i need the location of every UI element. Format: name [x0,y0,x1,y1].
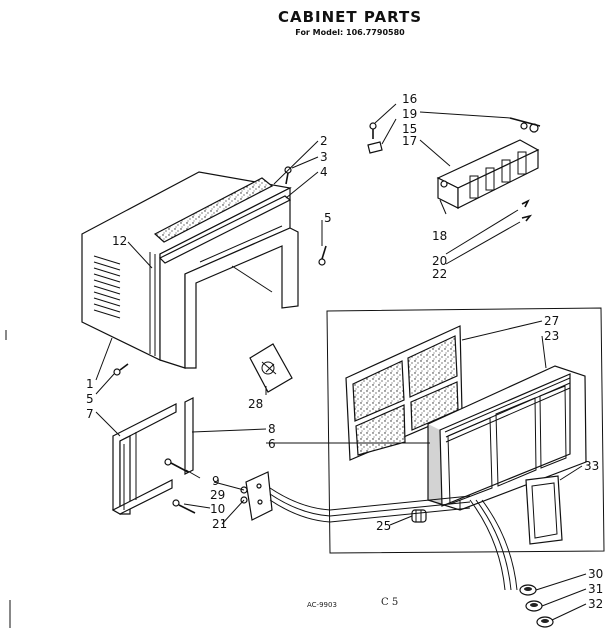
callout-2: 2 [320,134,328,148]
callout-21: 21 [212,517,227,531]
callout-15: 15 [402,122,417,136]
side-curtain-frame [111,403,177,516]
callout-29: 29 [210,488,225,502]
callout-31: 31 [588,582,603,596]
screw-10 [172,499,196,514]
callout-20: 20 [432,254,447,268]
front-panel-group-box [326,307,605,554]
drawing-mark: C 5 [381,597,399,608]
callout-18: 18 [432,229,447,243]
curtain-strip-8 [184,397,194,475]
bracket-assembly [436,117,541,209]
cabinet-wrapper [81,171,299,369]
model-number: For Model: 106.7790580 [295,28,405,37]
callout-16: 16 [402,92,417,106]
leader-lines [95,103,587,621]
screw-9 [164,458,189,473]
top-seal-strip [153,177,274,243]
mounting-bracket [240,471,273,521]
callout-25: 25 [376,519,391,533]
callout-4: 4 [320,165,328,179]
bolt-16 [369,122,377,139]
callout-1: 1 [86,377,94,391]
callout-32: 32 [588,597,603,611]
screw-1 [113,363,129,376]
screw-5 [318,245,327,266]
front-panel [427,365,587,511]
clip-20 [521,199,530,208]
top-channel [158,195,292,264]
callout-27: 27 [544,314,559,328]
knob-30 [519,584,537,596]
screw-3 [284,166,292,185]
callout-5-upper: 5 [324,211,332,225]
callout-5-lower: 5 [86,392,94,406]
callout-23: 23 [544,329,559,343]
accessory-bag [249,343,293,393]
diagram-title: CABINET PARTS [277,8,423,26]
control-panel [525,475,563,545]
callout-7: 7 [86,407,94,421]
callout-10: 10 [210,502,225,516]
callout-9: 9 [212,474,220,488]
callout-30: 30 [588,567,603,581]
callout-12: 12 [112,234,127,248]
callout-3: 3 [320,150,328,164]
callout-28: 28 [248,397,263,411]
knob-31 [525,600,543,612]
callout-6: 6 [268,437,276,451]
callout-19: 19 [402,107,417,121]
callout-8: 8 [268,422,276,436]
clip-22 [521,214,533,222]
callout-33: 33 [584,459,599,473]
callout-22: 22 [432,267,447,281]
drawing-code: AC-9903 [307,601,337,609]
callout-17: 17 [402,134,417,148]
wire-harness [269,487,518,591]
knob-32 [536,616,554,628]
callout-labels: 2 3 4 5 12 1 5 7 8 6 28 9 29 10 21 16 19… [86,92,603,611]
nut-15 [367,141,383,154]
control-knob [411,509,427,523]
